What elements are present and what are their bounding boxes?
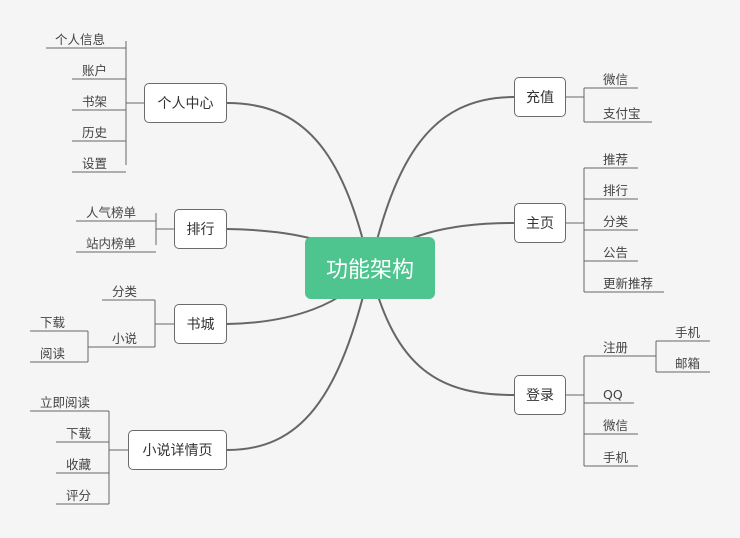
node-novel-detail[interactable]: 小说详情页 bbox=[128, 430, 227, 470]
node-personal-center[interactable]: 个人中心 bbox=[144, 83, 227, 123]
leaf-history[interactable]: 历史 bbox=[82, 125, 108, 140]
leaf-rating[interactable]: 评分 bbox=[66, 488, 92, 503]
leaf-register[interactable]: 注册 bbox=[603, 340, 629, 355]
node-recharge[interactable]: 充值 bbox=[514, 77, 566, 117]
leaf-register-email[interactable]: 邮箱 bbox=[675, 356, 701, 371]
leaf-login-wechat[interactable]: 微信 bbox=[603, 418, 629, 433]
connector-detail bbox=[226, 267, 371, 451]
leaf-popular-list[interactable]: 人气榜单 bbox=[86, 205, 137, 220]
leaf-announcement[interactable]: 公告 bbox=[603, 245, 629, 260]
leaf-novel[interactable]: 小说 bbox=[112, 331, 138, 346]
leaf-recommend[interactable]: 推荐 bbox=[603, 152, 629, 167]
leaf-login-phone[interactable]: 手机 bbox=[603, 450, 629, 465]
leaf-home-ranking[interactable]: 排行 bbox=[603, 183, 629, 198]
leaf-novel-download[interactable]: 下载 bbox=[40, 315, 66, 330]
leaf-category[interactable]: 分类 bbox=[112, 284, 138, 299]
leaf-alipay[interactable]: 支付宝 bbox=[603, 106, 641, 121]
connector-recharge bbox=[369, 96, 515, 269]
leaf-personal-info[interactable]: 个人信息 bbox=[55, 32, 106, 47]
leaf-account[interactable]: 账户 bbox=[82, 63, 108, 78]
node-login[interactable]: 登录 bbox=[514, 375, 566, 415]
leaf-favorite[interactable]: 收藏 bbox=[66, 457, 92, 472]
leaf-qq[interactable]: QQ bbox=[603, 387, 623, 402]
node-home[interactable]: 主页 bbox=[514, 203, 566, 243]
leaf-detail-download[interactable]: 下载 bbox=[66, 426, 92, 441]
leaf-wechat-pay[interactable]: 微信 bbox=[603, 72, 629, 87]
leaf-site-list[interactable]: 站内榜单 bbox=[86, 236, 137, 251]
leaf-novel-read[interactable]: 阅读 bbox=[40, 346, 66, 361]
leaf-register-phone[interactable]: 手机 bbox=[675, 325, 701, 340]
connector-login bbox=[369, 267, 515, 396]
leaf-settings[interactable]: 设置 bbox=[82, 156, 108, 171]
connector-personal bbox=[226, 102, 371, 269]
leaf-home-category[interactable]: 分类 bbox=[603, 214, 629, 229]
leaf-read-now[interactable]: 立即阅读 bbox=[40, 395, 91, 410]
node-bookstore[interactable]: 书城 bbox=[174, 304, 227, 344]
center-node[interactable]: 功能架构 bbox=[305, 237, 435, 299]
node-ranking[interactable]: 排行 bbox=[174, 209, 227, 249]
leaf-update-recommend[interactable]: 更新推荐 bbox=[603, 276, 654, 291]
leaf-bookshelf[interactable]: 书架 bbox=[82, 94, 108, 109]
